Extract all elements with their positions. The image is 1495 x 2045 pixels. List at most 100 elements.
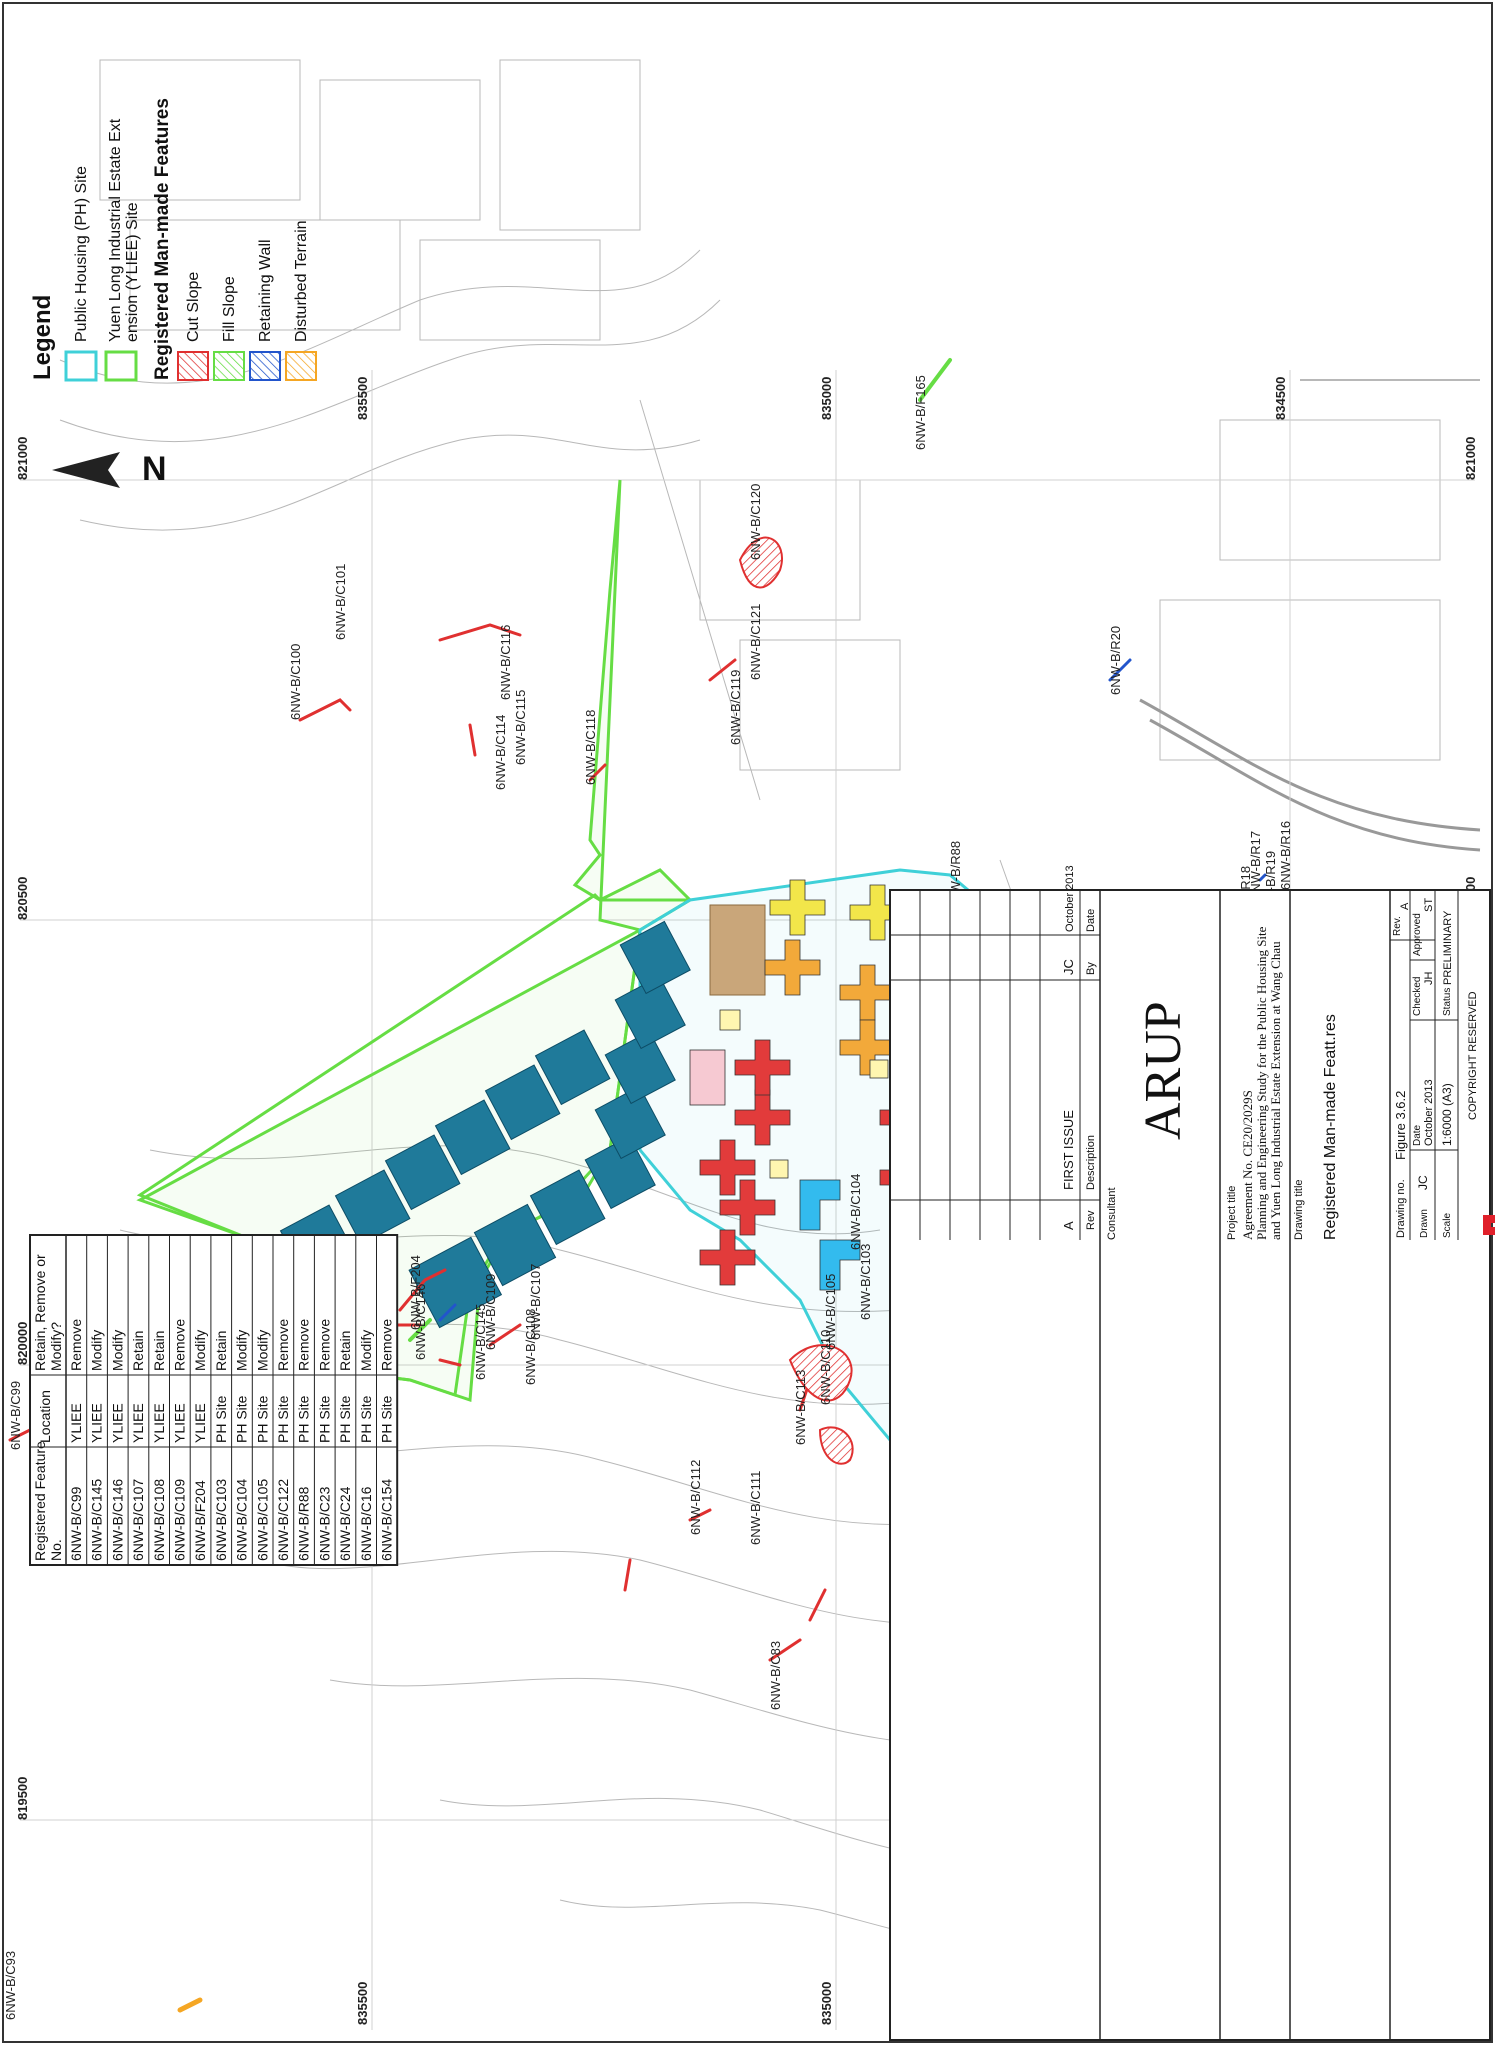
feature-label: 6NW-B/C93 (3, 1951, 18, 2020)
feature-label: 6NW-B/C108 (523, 1309, 538, 1385)
table-cell: YLIEE (89, 1403, 105, 1443)
scale-label: Scale (1442, 1213, 1453, 1238)
table-cell: PH Site (316, 1395, 332, 1443)
table-cell: PH Site (358, 1395, 374, 1443)
grid-northing-left: 835000 (819, 1982, 834, 2025)
feature-label: 6NW-B/C118 (583, 710, 598, 785)
feature-label: 6NW-B/C145 (473, 1304, 488, 1380)
table-cell: PH Site (254, 1395, 270, 1443)
table-cell: PH Site (337, 1395, 353, 1443)
table-cell: YLIEE (192, 1403, 208, 1443)
drawing-title: Registered Man-made Featt.res (1322, 1014, 1339, 1240)
table-cell: Modify (234, 1330, 250, 1371)
desc-header: Description (1085, 1135, 1097, 1190)
feature-label: 6NW-B/C113 (793, 1370, 808, 1445)
feature-label: 6NW-B/C120 (748, 484, 763, 560)
table-cell: 6NW-B/C24 (337, 1486, 353, 1561)
school-site (709, 904, 766, 996)
table-cell: Remove (296, 1319, 312, 1371)
legend-site-label: Public Housing (PH) Site (73, 166, 90, 342)
feature-label: 6NW-B/C100 (288, 644, 303, 720)
feature-label: 6NW-B/C121 (748, 604, 763, 680)
table-cell: YLIEE (109, 1403, 125, 1443)
grid-northing-left: 835500 (355, 1982, 370, 2025)
drawing-no-label: Drawing no. (1395, 1179, 1407, 1238)
feature-label: 6NW-B/C101 (333, 564, 348, 640)
table-cell: Modify (358, 1330, 374, 1371)
project-title-line: and Yuen Long Industrial Estate Extensio… (1268, 941, 1283, 1240)
feature-label: 6NW-B/C83 (768, 1641, 783, 1710)
table-cell: 6NW-B/F204 (192, 1480, 208, 1561)
feature-label: 6NW-B/F204 (408, 1255, 423, 1330)
feature-label: 6NW-B/C146 (413, 1284, 428, 1360)
table-cell: Remove (379, 1319, 395, 1371)
table-cell: Modify (109, 1330, 125, 1371)
table-header: Registered Feature (32, 1441, 48, 1561)
table-cell: 6NW-B/C122 (275, 1479, 291, 1561)
feature-label: 6NW-B/R16 (1278, 821, 1293, 890)
rev-date: October 2013 (1064, 865, 1076, 932)
feature-label: 6NW-B/C114 (493, 715, 508, 790)
by-header: By (1085, 962, 1097, 975)
table-cell: Remove (316, 1319, 332, 1371)
table-cell: 6NW-B/C99 (68, 1486, 84, 1561)
project-title-line: Agreement No. CE20/2029S (1240, 1090, 1255, 1240)
legend-site-label-cont: ension (YLIEE) Site (124, 202, 141, 342)
table-cell: Modify (89, 1330, 105, 1371)
drawn-label: Drawn (1419, 1209, 1430, 1238)
table-cell: Retain (337, 1331, 353, 1371)
grid-easting-top: 820500 (15, 877, 30, 920)
status-value: PRELIMINARY (1442, 910, 1454, 985)
feature-label: 6NW-B/C99 (8, 1381, 23, 1450)
table-cell: 6NW-B/C109 (172, 1479, 188, 1561)
table-header: Retain, Remove or (32, 1254, 48, 1371)
grid-easting-bottom: 821000 (1463, 437, 1478, 480)
legend-feature-swatch (249, 351, 281, 381)
feature-label: 6NW-B/C110 (818, 1330, 833, 1405)
legend-feature-swatch (285, 351, 317, 381)
legend-feature-swatch (177, 351, 209, 381)
copyright: COPYRIGHT RESERVED (1467, 991, 1479, 1120)
table-cell: Remove (68, 1319, 84, 1371)
feature-label: 6NW-B/C111 (748, 1471, 763, 1545)
status-label: Status (1442, 988, 1453, 1016)
feature-label: 6NW-B/R20 (1108, 626, 1123, 695)
table-header-cont: Modify? (48, 1322, 64, 1371)
grid-easting-top: 821000 (15, 437, 30, 480)
table-cell: Modify (192, 1330, 208, 1371)
checked-value: JH (1423, 972, 1435, 986)
grid-easting-top: 819500 (15, 1777, 30, 1820)
table-cell: PH Site (379, 1395, 395, 1443)
table-cell: PH Site (275, 1395, 291, 1443)
table-cell: YLIEE (172, 1403, 188, 1443)
drawing-title-label: Drawing title (1293, 1179, 1305, 1240)
table-cell: 6NW-B/C103 (213, 1479, 229, 1561)
table-cell: Retain (213, 1331, 229, 1371)
approved-value: ST (1423, 898, 1435, 912)
table-cell: YLIEE (151, 1403, 167, 1443)
table-cell: YLIEE (68, 1403, 84, 1443)
legend-site-label: Yuen Long Industrial Estate Ext (107, 118, 124, 342)
rev-by: JC (1061, 959, 1076, 975)
legend-feature-label: Cut Slope (185, 272, 202, 342)
table-cell: Modify (254, 1330, 270, 1371)
feature-label: 6NW-B/C105 (823, 1274, 838, 1350)
legend-feature-label: Fill Slope (221, 276, 238, 342)
hkha-logo (1483, 1203, 1495, 1247)
table-cell: 6NW-B/C16 (358, 1486, 374, 1561)
table-cell: PH Site (213, 1395, 229, 1443)
project-title-line: Planning and Engineering Study for the P… (1254, 926, 1269, 1240)
date-header: Date (1085, 909, 1097, 932)
feature-label: 6NW-B/C116 (498, 625, 513, 700)
consultant-name: ARUP (1135, 1001, 1192, 1140)
approved-label: Approved (1412, 913, 1423, 956)
consultant-label: Consultant (1106, 1187, 1118, 1240)
legend-site-swatch (64, 350, 98, 382)
feature-label: 6NW-B/C103 (858, 1244, 873, 1320)
table-cell: 6NW-B/C104 (234, 1479, 250, 1561)
table-cell: 6NW-B/C145 (89, 1479, 105, 1561)
